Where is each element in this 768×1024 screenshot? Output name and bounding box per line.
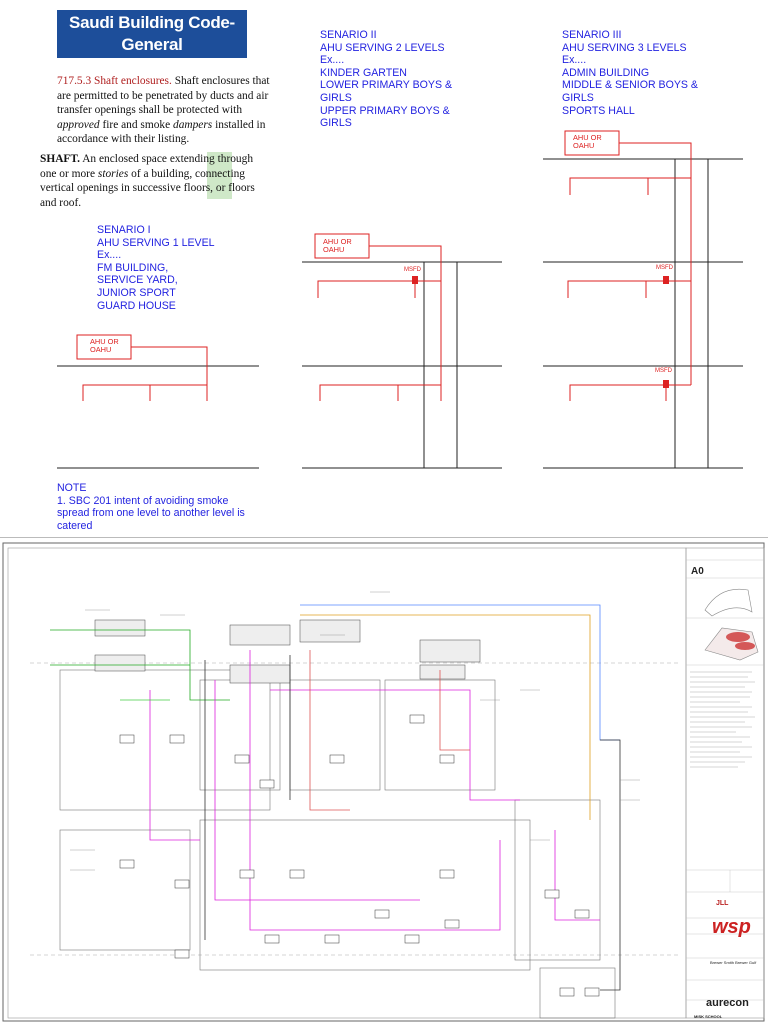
msfd-damper — [663, 276, 669, 284]
duct-line — [319, 245, 442, 401]
clause-number: 717.5.3 Shaft enclosures. — [57, 75, 172, 87]
school-name: MISK SCHOOL — [694, 1014, 723, 1019]
scenario-1-text: SENARIO I AHU SERVING 1 LEVEL Ex.... FM … — [97, 224, 215, 312]
sheet-divider — [0, 537, 768, 538]
msfd-label-3: MSFD — [655, 368, 672, 374]
duct-line — [82, 346, 208, 401]
banner-subtitle: SBC 201 - CR — [110, 57, 194, 72]
shaft-definition: SHAFT. An enclosed space extending throu… — [40, 153, 255, 209]
banner-title: Saudi Building Code-General — [69, 13, 235, 54]
code-clause-text: 717.5.3 Shaft enclosures. Shaft enclosur… — [57, 75, 270, 146]
shaft-term: SHAFT. — [40, 153, 80, 165]
msfd-damper — [412, 276, 418, 284]
scenario-diagrams — [57, 130, 743, 469]
msfd-label-2: MSFD — [656, 265, 673, 271]
bsbg-logo: Brewer Smith Brewer Gulf — [710, 960, 757, 965]
title-block — [686, 559, 764, 1001]
ahu-label-1: AHU OR OAHU — [90, 337, 119, 355]
scenario-3-text: SENARIO III AHU SERVING 3 LEVELS Ex.... … — [562, 29, 698, 117]
note-text: NOTE 1. SBC 201 intent of avoiding smoke… — [57, 482, 245, 532]
sheet-code: A0 — [691, 566, 704, 577]
highlight-marker — [207, 152, 232, 199]
sbc-banner: Saudi Building Code-General SBC 201 - CR — [57, 10, 247, 72]
msfd-label-1: MSFD — [404, 267, 421, 273]
scenario-2-text: SENARIO II AHU SERVING 2 LEVELS Ex.... K… — [320, 29, 453, 130]
ahu-label-2: AHU OR OAHU — [323, 237, 352, 255]
scenario-3-diagram — [543, 130, 743, 469]
aurecon-logo: aurecon — [706, 997, 749, 1009]
pipe-routes — [50, 604, 621, 991]
device-boxes — [119, 714, 600, 997]
key-plan — [704, 588, 753, 617]
floor-panels — [59, 669, 616, 1019]
ahu-units — [94, 619, 481, 684]
wsp-logo: wsp — [712, 916, 751, 938]
jll-logo: JLL — [716, 900, 729, 907]
hvac-schematic-sheet — [2, 542, 765, 1022]
msfd-damper — [663, 380, 669, 388]
scenario-1-diagram — [57, 334, 259, 469]
scenario-2-diagram — [302, 233, 502, 469]
ahu-label-3: AHU OR OAHU — [573, 133, 602, 151]
